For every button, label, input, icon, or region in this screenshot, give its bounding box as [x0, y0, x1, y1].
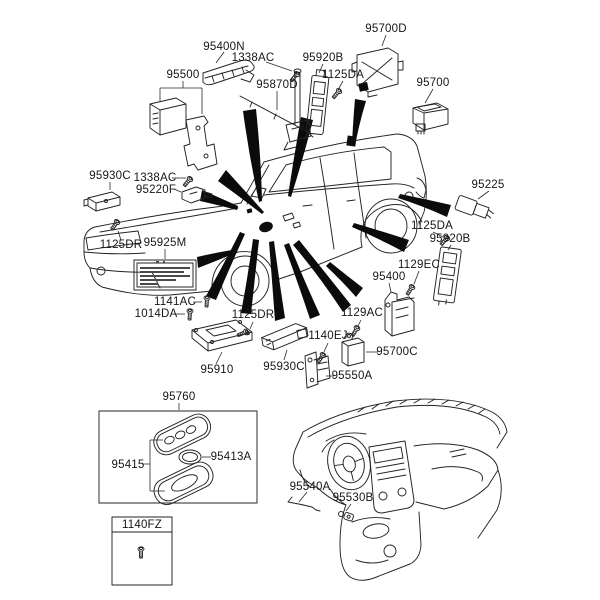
- part-95700d-module: [351, 47, 404, 98]
- part-label-95220f: 95220F: [135, 184, 177, 196]
- part-label-1140fz: 1140FZ: [122, 519, 162, 531]
- part-glyphs: [83, 47, 494, 559]
- part-label-95530b: 95530B: [332, 492, 374, 504]
- part-95540a-antenna: [287, 496, 321, 512]
- part-label-95920b-top: 95920B: [302, 52, 344, 64]
- part-label-95225: 95225: [471, 179, 505, 191]
- remote-key-box: [98, 410, 258, 506]
- part-label-95700d: 95700D: [365, 23, 407, 35]
- part-label-1338ac-left: 1338AC: [133, 172, 177, 184]
- part-95920b-module-right: [432, 246, 462, 306]
- screw-1140fz: [137, 546, 145, 559]
- part-95225-relay: [454, 195, 494, 219]
- part-95400n-module: [202, 59, 255, 86]
- component-marker: [246, 208, 253, 214]
- part-label-95413a: 95413A: [210, 451, 252, 463]
- part-label-95415: 95415: [111, 459, 145, 471]
- part-label-95925m: 95925M: [143, 237, 187, 249]
- part-95870d-antenna: [239, 68, 314, 151]
- part-95220f-sensor: [181, 186, 213, 204]
- part-label-1338ac-top: 1338AC: [231, 52, 275, 64]
- screw-1338ac-left: [181, 174, 195, 189]
- part-label-95760: 95760: [162, 391, 196, 403]
- part-label-1125da-right: 1125DA: [411, 220, 453, 232]
- part-95550a-module: [304, 351, 331, 389]
- key-fob-front: [153, 413, 212, 456]
- screw-kit-box: [111, 516, 173, 586]
- part-label-95540a: 95540A: [289, 481, 331, 493]
- screw-1125dr-bottom: [236, 327, 250, 339]
- part-95700c-module: [341, 332, 365, 367]
- part-label-1125dr-left: 1125DR: [99, 239, 143, 251]
- screw-1129ec: [404, 283, 417, 297]
- part-95530b-clip: [338, 511, 354, 522]
- part-label-95400: 95400: [372, 271, 406, 283]
- part-95925m-label-plate: [133, 259, 197, 291]
- part-label-95700: 95700: [416, 77, 450, 89]
- part-95930c-module-left: [83, 191, 121, 212]
- part-label-95550a: 95550A: [331, 370, 373, 382]
- part-label-1125dr-bottom: 1125DR: [231, 309, 275, 321]
- component-marker: [259, 221, 273, 233]
- screw-1141ac: [203, 295, 211, 308]
- part-label-1125da-top: 1125DA: [322, 69, 364, 81]
- dashboard-illustration: [287, 398, 508, 581]
- key-fob-battery: [178, 449, 202, 465]
- part-label-95500: 95500: [166, 69, 200, 81]
- part-label-95930c-bottom: 95930C: [263, 361, 305, 373]
- part-95920b-module-top: [305, 69, 330, 135]
- part-label-95400n: 95400N: [203, 41, 245, 53]
- screw-1129ac: [349, 324, 362, 338]
- key-fob-back: [153, 461, 214, 506]
- part-95500-module: [149, 97, 218, 171]
- part-label-95870d: 95870D: [256, 79, 298, 91]
- part-label-95920b-right: 95920B: [429, 233, 471, 245]
- part-label-1141ac: 1141AC: [154, 296, 196, 308]
- screw-1125da-top: [330, 86, 344, 101]
- screw-1014da: [186, 308, 194, 321]
- part-label-1129ac: 1129AC: [341, 307, 383, 319]
- part-label-95700c: 95700C: [376, 346, 418, 358]
- part-label-95930c-left: 95930C: [89, 170, 131, 182]
- part-95700-module: [412, 102, 449, 135]
- part-label-1140ej: 1140EJ: [308, 330, 348, 342]
- part-label-1014da: 1014DA: [134, 308, 178, 320]
- part-label-95910: 95910: [200, 364, 234, 376]
- leader-lines: [109, 34, 490, 512]
- part-95910-module: [191, 319, 253, 352]
- part-label-1129ec: 1129EC: [398, 259, 440, 271]
- part-95400-module: [384, 291, 415, 337]
- part-95930c-module-bottom: [261, 323, 309, 351]
